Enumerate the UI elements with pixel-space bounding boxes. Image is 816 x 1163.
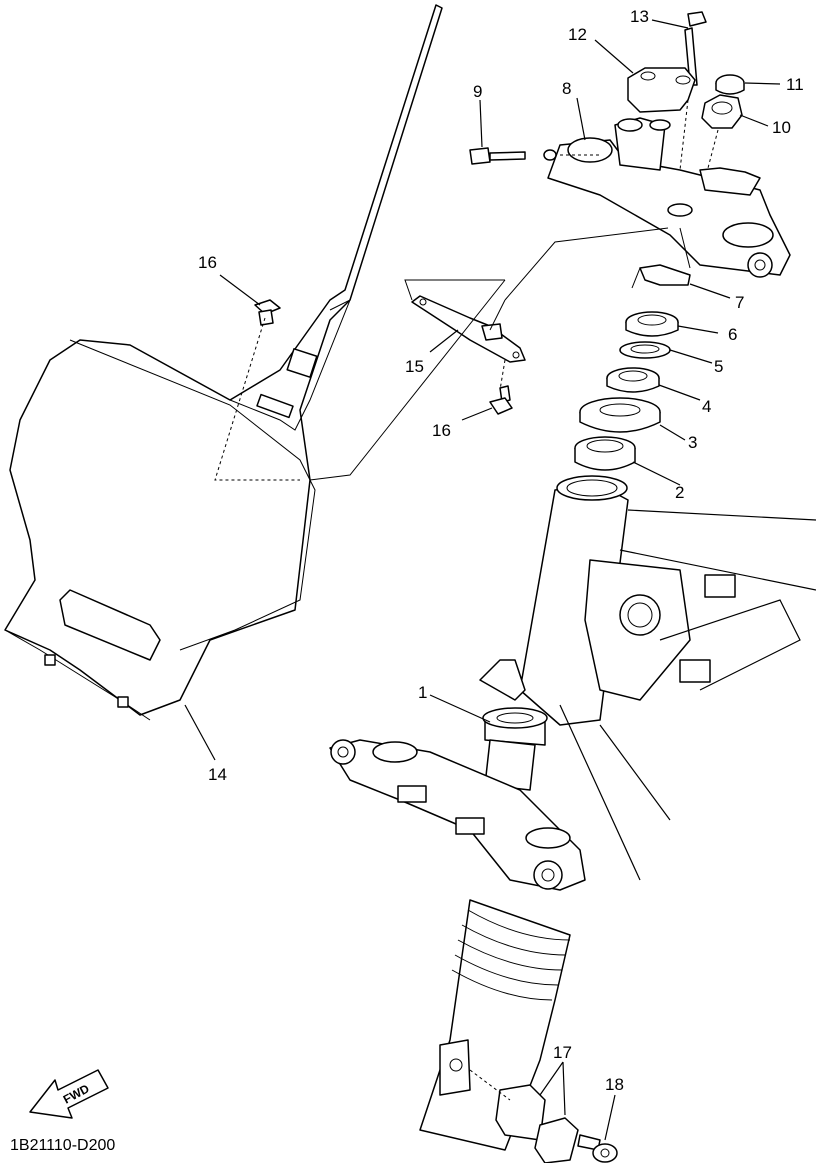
callout-17: 17: [553, 1043, 572, 1062]
lock-washer-7: [631, 264, 691, 289]
bolt-13: [684, 11, 707, 86]
screw-16-lower: [489, 385, 513, 415]
handlebar-holder-12: [627, 67, 696, 113]
callout-14: 14: [208, 765, 227, 784]
bearing-2: [574, 436, 636, 471]
callout-15: 15: [405, 357, 424, 376]
assembly-lines: [214, 99, 719, 1101]
callout-labels: 1 2 3 4 5 6 7 8 9 10 11 12 13 14 15 16 1…: [198, 7, 804, 1094]
callout-2: 2: [675, 483, 684, 502]
callout-9: 9: [473, 82, 482, 101]
ring-nut-4: [606, 367, 660, 393]
callout-1: 1: [418, 683, 427, 702]
frame-head-pipe: [519, 475, 816, 881]
cable-clamp-17: [495, 1084, 579, 1163]
callout-16-upper: 16: [198, 253, 217, 272]
callout-18: 18: [605, 1075, 624, 1094]
callout-7: 7: [735, 293, 744, 312]
callout-8: 8: [562, 79, 571, 98]
diagram-code: 1B21110-D200: [10, 1137, 115, 1154]
forward-arrow-icon: FWD: [29, 1069, 109, 1119]
callout-16-lower: 16: [432, 421, 451, 440]
number-plate: [4, 4, 443, 721]
front-fork: [419, 899, 571, 1151]
callout-4: 4: [702, 397, 711, 416]
upper-bracket: [547, 117, 791, 278]
callout-10: 10: [772, 118, 791, 137]
steering-nut-10: [701, 94, 743, 129]
callout-12: 12: [568, 25, 587, 44]
callout-5: 5: [714, 357, 723, 376]
pinch-bolt-9: [469, 147, 557, 165]
bolt-18: [577, 1134, 618, 1163]
lower-bracket-steering-stem: [329, 659, 586, 891]
callout-11: 11: [786, 75, 804, 94]
screw-16-upper: [254, 299, 281, 326]
ring-nut-6: [625, 311, 679, 337]
dust-seal-3: [579, 397, 661, 433]
callout-3: 3: [688, 433, 697, 452]
leader-lines: [184, 19, 781, 1141]
cap-11: [715, 74, 745, 95]
callout-6: 6: [728, 325, 737, 344]
washer-5: [619, 341, 671, 359]
bracket-15: [411, 295, 526, 363]
callout-13: 13: [630, 7, 649, 26]
